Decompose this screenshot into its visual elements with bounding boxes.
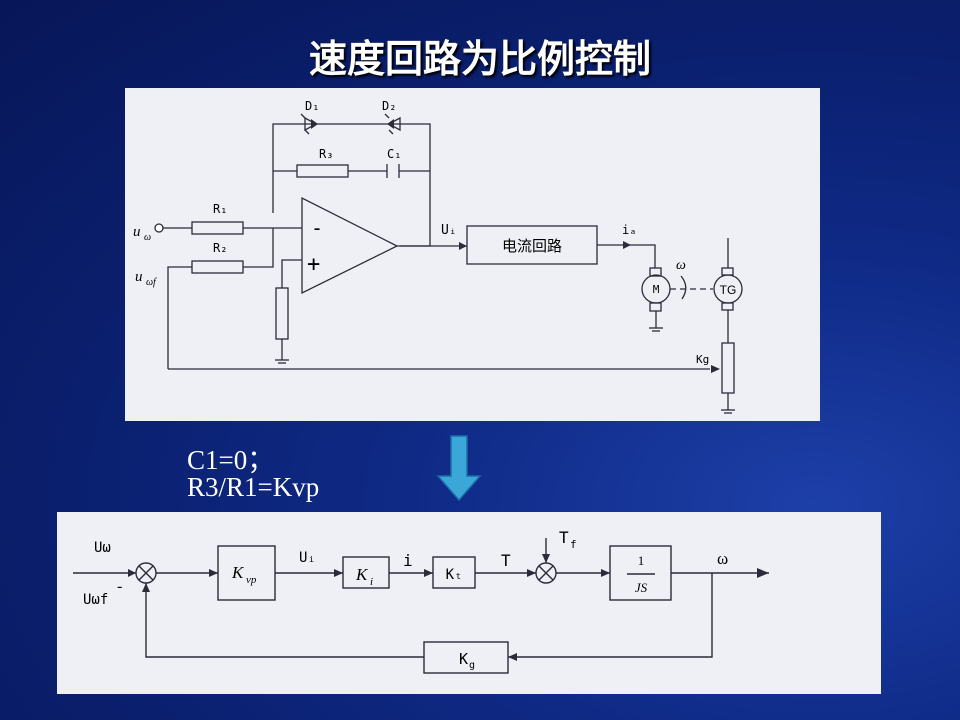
label-op-plus: + [307, 252, 320, 277]
block-kvp [217, 545, 276, 601]
resistor-r3 [296, 164, 349, 178]
svg-text:f: f [570, 538, 577, 551]
label-r3: R₃ [319, 147, 333, 161]
label-u-omega-f: u [135, 269, 143, 285]
label-motor: M [653, 283, 660, 296]
slide-title: 速度回路为比例控制 [308, 37, 651, 81]
block-label-minus: - [117, 578, 122, 595]
block-label-tf: T [559, 528, 569, 547]
condition-c1: C1=0； [187, 445, 275, 475]
resistor-ground [275, 287, 289, 340]
label-u-omega: u [133, 224, 141, 240]
svg-text:K: K [355, 565, 369, 584]
svg-text:K: K [459, 650, 468, 668]
svg-text:ωf: ωf [146, 277, 157, 288]
block-label-t: T [501, 551, 511, 570]
block-label-u-omega: Uω [94, 540, 111, 556]
label-ui: Uᵢ [441, 223, 457, 238]
label-op-minus: - [311, 216, 323, 240]
svg-text:ω: ω [144, 232, 151, 243]
block-tf-denominator: JS [635, 580, 648, 595]
potentiometer-kg [721, 342, 735, 394]
label-r1: R₁ [213, 202, 227, 216]
label-tg: TG [720, 283, 737, 297]
op-amp [301, 196, 399, 295]
svg-text:g: g [469, 660, 475, 671]
block-label-omega: ω [717, 549, 728, 568]
label-r2: R₂ [213, 241, 227, 255]
svg-text:K: K [231, 563, 245, 582]
current-loop-label: 电流回路 [502, 237, 562, 255]
diode-d1 [304, 116, 318, 132]
circuit-diagram: D₁ D₂ R₃ C₁ R₁ R₂ u ω u ωf - + Uᵢ 电流回路 i… [125, 88, 820, 421]
label-d1: D₁ [305, 99, 319, 113]
down-arrow-icon [436, 435, 482, 502]
resistor-r2 [191, 260, 244, 274]
svg-text:i: i [370, 576, 373, 588]
resistor-r1 [191, 221, 244, 235]
label-kg: Kg [696, 353, 709, 366]
svg-text:vp: vp [246, 574, 257, 586]
block-label-ui: Uᵢ [299, 550, 316, 566]
label-c1: C₁ [387, 147, 401, 161]
label-omega: ω [676, 258, 686, 273]
block-tf-numerator: 1 [638, 553, 645, 568]
diode-d2-body [387, 116, 401, 132]
label-d2: D₂ [382, 99, 396, 113]
block-label-i: i [403, 551, 413, 570]
block-diagram: Uω Uωf - K vp Uᵢ K i i Kₜ T T f 1 JS ω K… [57, 512, 881, 694]
input-terminal [154, 223, 164, 233]
condition-ratio: R3/R1=Kvp [187, 472, 320, 502]
block-label-u-omega-f: Uωf [83, 592, 108, 608]
block-label-kt: Kₜ [446, 567, 463, 583]
label-ia: iₐ [622, 223, 636, 237]
